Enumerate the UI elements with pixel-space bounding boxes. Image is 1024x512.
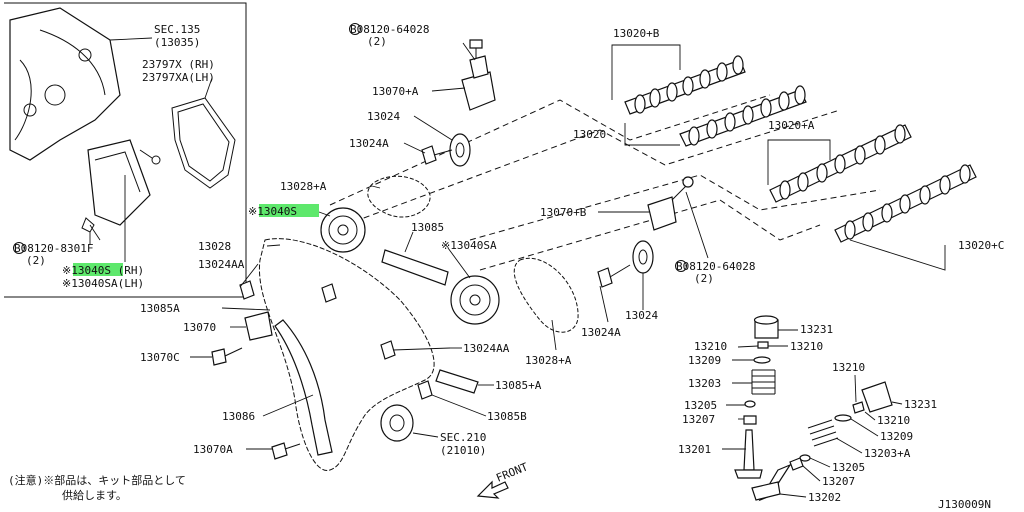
label-13070a-low[interactable]: 13070A xyxy=(193,443,233,456)
label-13024a-top[interactable]: 13024A xyxy=(349,137,389,150)
label-13070b[interactable]: 13070+B xyxy=(540,206,587,219)
label-13020b[interactable]: 13020+B xyxy=(613,27,660,40)
label-gasket-lh[interactable]: 23797XA(LH) xyxy=(142,71,215,84)
bolt-b-circle-icon xyxy=(349,23,361,35)
label-13205-b[interactable]: 13205 xyxy=(832,461,865,474)
label-13203[interactable]: 13203 xyxy=(688,377,721,390)
label-sprocket-lh-side[interactable]: ※13040SA(LH) xyxy=(62,277,144,290)
lower-timing-components xyxy=(211,238,479,471)
label-sprocket-rh-side[interactable]: ※13040S (RH) xyxy=(62,264,144,277)
valve-train-components xyxy=(722,315,903,502)
label-13020a[interactable]: 13020+A xyxy=(768,119,815,132)
camshafts xyxy=(611,44,977,271)
highlight-13040s-rh xyxy=(73,263,123,276)
leader-lines xyxy=(190,42,709,450)
label-13024a-mid[interactable]: 13024A xyxy=(581,326,621,339)
label-13024aa-mid[interactable]: 13024AA xyxy=(463,342,510,355)
label-sec210[interactable]: SEC.210 xyxy=(440,431,486,444)
camshaft-13020c xyxy=(834,164,977,243)
label-13085b[interactable]: 13085B xyxy=(487,410,527,423)
label-13210-a[interactable]: 13210 xyxy=(694,340,727,353)
label-13231-b[interactable]: 13231 xyxy=(904,398,937,411)
label-13040sa[interactable]: ※13040SA xyxy=(441,239,497,252)
label-bolt-top-qty: (2) xyxy=(367,35,387,48)
label-13210-d[interactable]: 13210 xyxy=(877,414,910,427)
label-13070[interactable]: 13070 xyxy=(183,321,216,334)
label-gasket-rh[interactable]: 23797X (RH) xyxy=(142,58,215,71)
label-13085a-plus[interactable]: 13085+A xyxy=(495,379,542,392)
bolt-b-circle-icon xyxy=(675,260,687,272)
label-bolt-cover[interactable]: B08120-8301F xyxy=(14,242,93,255)
label-13231-a[interactable]: 13231 xyxy=(800,323,833,336)
label-13028a-mid[interactable]: 13028+A xyxy=(525,354,572,367)
bolt-b-circle-icon xyxy=(13,242,25,254)
label-13207-b[interactable]: 13207 xyxy=(822,475,855,488)
label-sec135[interactable]: SEC.135 xyxy=(154,23,200,36)
label-13070c[interactable]: 13070C xyxy=(140,351,180,364)
label-13086[interactable]: 13086 xyxy=(222,410,255,423)
highlight-13040s xyxy=(259,204,319,217)
label-13203a[interactable]: 13203+A xyxy=(864,447,911,460)
label-13070a-top[interactable]: 13070+A xyxy=(372,85,419,98)
label-13209-b[interactable]: 13209 xyxy=(880,430,913,443)
label-sec210-ref: (21010) xyxy=(440,444,486,457)
inset-panel xyxy=(4,2,247,298)
label-13020c[interactable]: 13020+C xyxy=(958,239,1004,252)
front-direction-label: FRONT xyxy=(494,460,530,485)
label-bolt-cover-qty: (2) xyxy=(26,254,46,267)
front-arrow-icon xyxy=(476,480,509,499)
label-13209-a[interactable]: 13209 xyxy=(688,354,721,367)
footer-note-line1: (注意)※部品は、キット部品として xyxy=(8,473,186,487)
label-13085a[interactable]: 13085A xyxy=(140,302,180,315)
upper-timing-components xyxy=(320,39,694,333)
label-bolt-mid[interactable]: B08120-64028 xyxy=(676,260,755,273)
label-13028[interactable]: 13028 xyxy=(198,240,231,253)
camshaft-13020a xyxy=(769,124,912,203)
label-13020[interactable]: 13020 xyxy=(573,128,606,141)
label-13085[interactable]: 13085 xyxy=(411,221,444,234)
camshaft-13020 xyxy=(679,85,807,147)
label-13024-top[interactable]: 13024 xyxy=(367,110,400,123)
label-13040s[interactable]: ※13040S xyxy=(248,205,297,218)
label-13210-b[interactable]: 13210 xyxy=(790,340,823,353)
footer-note-line2: 供給します。 xyxy=(62,488,127,502)
camshaft-13020b xyxy=(624,55,746,115)
label-13210-c[interactable]: 13210 xyxy=(832,361,865,374)
drawing-id: J130009N xyxy=(938,498,991,511)
label-13024aa-left[interactable]: 13024AA xyxy=(198,258,245,271)
label-13207-a[interactable]: 13207 xyxy=(682,413,715,426)
label-13205-a[interactable]: 13205 xyxy=(684,399,717,412)
label-bolt-mid-qty: (2) xyxy=(694,272,714,285)
label-13202[interactable]: 13202 xyxy=(808,491,841,504)
label-13028a-top[interactable]: 13028+A xyxy=(280,180,327,193)
label-sec135-ref: (13035) xyxy=(154,36,200,49)
label-13201[interactable]: 13201 xyxy=(678,443,711,456)
label-bolt-top[interactable]: B08120-64028 xyxy=(350,23,429,36)
label-13024-mid[interactable]: 13024 xyxy=(625,309,658,322)
dashed-reference-lines xyxy=(329,94,881,271)
